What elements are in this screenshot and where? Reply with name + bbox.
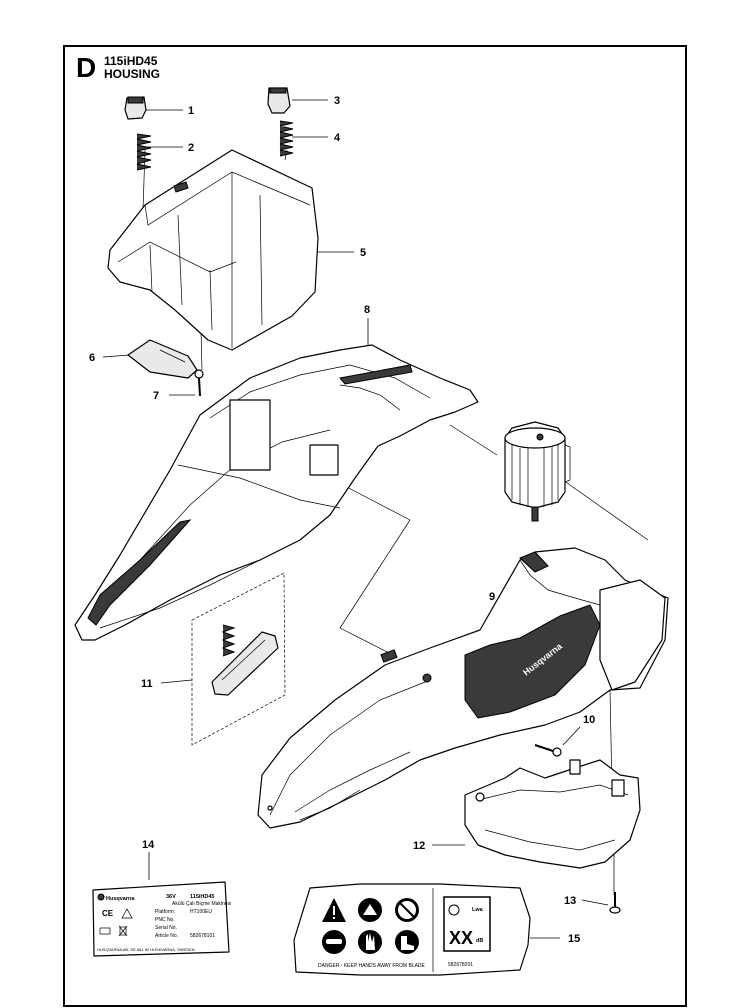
callout-10: 10: [583, 714, 595, 726]
label15-part-number: 582678201: [448, 962, 473, 968]
warning-triangle-icon: [322, 898, 346, 922]
part-11-trigger: [211, 624, 279, 696]
label14-platform-label: Platform:: [155, 909, 175, 915]
part-6-cover-clip: [127, 339, 198, 379]
label14-voltage: 36V: [166, 894, 176, 900]
callout-2: 2: [188, 142, 194, 154]
section-letter: D: [76, 52, 97, 83]
ce-mark-icon: CE: [102, 909, 114, 918]
label15-danger-text: DANGER - KEEP HANDS AWAY FROM BLADE: [318, 963, 426, 969]
diagram-frame: [63, 45, 687, 1007]
callout-1: 1: [188, 105, 194, 117]
part-13-screw: [609, 892, 621, 914]
callout-15: 15: [568, 933, 580, 945]
part-14-rating-label: Husqvarna 36V 115iHD45 Akülü Çalı Biçme …: [92, 881, 231, 957]
label14-brand: Husqvarna: [106, 896, 135, 902]
label14-platform-value: HT100EU: [190, 909, 212, 915]
eye-protection-icon: [322, 930, 346, 954]
callout-9: 9: [489, 591, 495, 603]
part-7-screw: [194, 369, 204, 397]
gloves-icon: [358, 930, 382, 954]
label15-noise-unit: dB: [476, 938, 483, 944]
callout-4: 4: [334, 132, 341, 144]
boots-icon: [395, 930, 419, 954]
noise-level-box: [443, 896, 491, 952]
label14-desc: Akülü Çalı Biçme Makinesi: [172, 901, 231, 907]
label14-pnc-label: PNC No.: [155, 917, 175, 923]
callout-6: 6: [89, 352, 95, 364]
part-5-battery-compartment: [107, 149, 319, 351]
part-3-lock-button: [267, 87, 291, 114]
label14-article-value: 582678101: [190, 933, 215, 939]
callout-12: 12: [413, 840, 425, 852]
noise-speaker-icon: [448, 904, 460, 916]
part-12-bottom-cover: [464, 759, 641, 869]
callout-14: 14: [142, 839, 155, 851]
part-15-warning-decal: DANGER - KEEP HANDS AWAY FROM BLADE Lwa …: [293, 883, 531, 976]
part-8-upper-housing: [74, 344, 479, 641]
callout-numbers: 1 2 3 4 5 6 7 8 9 10 11 12 13 14 15: [89, 95, 595, 945]
callout-3: 3: [334, 95, 340, 107]
label14-article-label: Article No.: [155, 933, 178, 939]
callout-11: 11: [141, 678, 153, 690]
label14-model: 115iHD45: [190, 894, 214, 900]
part-10-screw: [534, 744, 562, 757]
part-9-lower-housing: [257, 547, 669, 829]
label15-noise-value: XX: [449, 928, 473, 948]
callout-8: 8: [364, 304, 370, 316]
weee-bin-icon: [118, 925, 128, 937]
callout-5: 5: [360, 247, 366, 259]
part-2-spring: [136, 133, 152, 171]
label14-serial-label: Serial No.: [155, 925, 177, 931]
label15-lwa: Lwa: [472, 907, 484, 913]
motor: [504, 421, 571, 522]
callout-13: 13: [564, 895, 576, 907]
label14-footer: HUSQVARNA AB, SE-561 82 HUSKVARNA, SWEDE…: [97, 947, 195, 952]
part-1-switch-button: [124, 96, 147, 120]
warning-triangle-icon: [121, 908, 133, 919]
battery-icon: [99, 927, 111, 935]
part-4-spring: [279, 120, 294, 157]
svg-text:CE: CE: [102, 909, 114, 918]
no-rain-icon: [395, 898, 419, 922]
model-number: 115iHD45: [104, 54, 158, 68]
read-manual-icon: [358, 898, 382, 922]
callout-7: 7: [153, 390, 159, 402]
section-title: HOUSING: [104, 67, 161, 81]
